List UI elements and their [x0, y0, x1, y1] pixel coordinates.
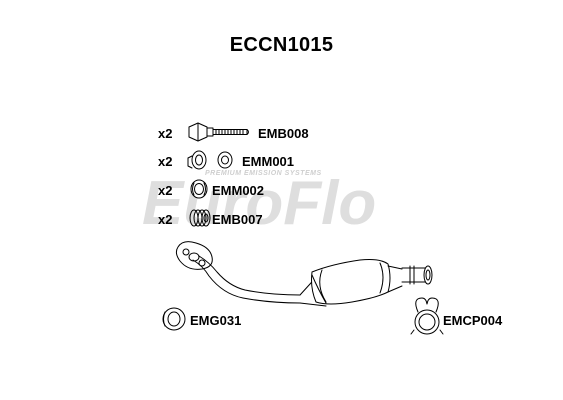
part-qty: x2 [158, 183, 173, 198]
page-title: ECCN1015 [229, 34, 334, 56]
spring-nut-icon [190, 179, 208, 199]
bolt-icon [188, 122, 249, 142]
watermark-tagline: PREMIUM EMISSION SYSTEMS [205, 170, 322, 177]
part-qty: x2 [158, 212, 173, 227]
part-code: EMG031 [190, 313, 242, 328]
part-code: EMCP004 [443, 313, 503, 328]
part-code: EMB007 [212, 212, 263, 227]
watermark-logo-text: EuroFlo [142, 169, 376, 238]
spring-icon [189, 209, 211, 227]
nut-washer-icon [187, 150, 233, 170]
part-code: EMM002 [212, 183, 265, 198]
part-qty: x2 [158, 126, 173, 141]
part-code: EMB008 [258, 126, 309, 141]
part-code: EMM001 [242, 154, 295, 169]
catalytic-converter-pipe-icon [175, 241, 433, 307]
gasket-ring-icon [162, 307, 186, 331]
part-qty: x2 [158, 154, 173, 169]
pipe-clamp-icon [410, 297, 444, 335]
